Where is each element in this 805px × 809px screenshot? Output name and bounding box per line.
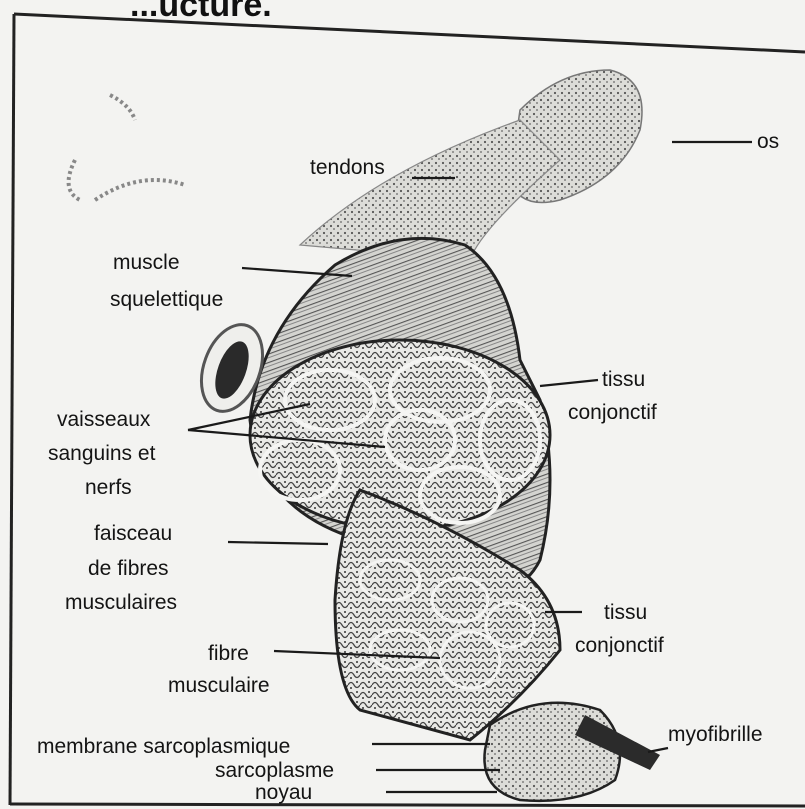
muscle-fibre-shape [484,703,620,801]
label-de-fibres: de fibres [88,556,169,582]
label-tissu-1: tissu [602,367,645,393]
label-vaisseaux: vaisseaux [57,407,150,433]
label-nerfs: nerfs [85,475,132,501]
label-tissu-2: tissu [604,600,647,626]
label-membrane-sarcoplasmique: membrane sarcoplasmique [37,734,290,760]
label-musculaire: musculaire [168,673,270,699]
label-sanguins-et: sanguins et [48,441,155,467]
decorative-marks [69,95,185,200]
label-muscle: muscle [113,250,180,276]
figure-title-fragment: ...ucture. [130,0,272,25]
label-myofibrille: myofibrille [668,722,763,748]
label-noyau: noyau [255,780,312,806]
label-musculaires: musculaires [65,590,177,616]
label-conjonctif-2: conjonctif [575,633,664,659]
label-conjonctif-1: conjonctif [568,400,657,426]
label-fibre: fibre [208,641,249,667]
label-faisceau: faisceau [94,521,172,547]
label-os: os [757,129,779,155]
label-squelettique: squelettique [110,287,223,313]
label-tendons: tendons [310,155,385,181]
